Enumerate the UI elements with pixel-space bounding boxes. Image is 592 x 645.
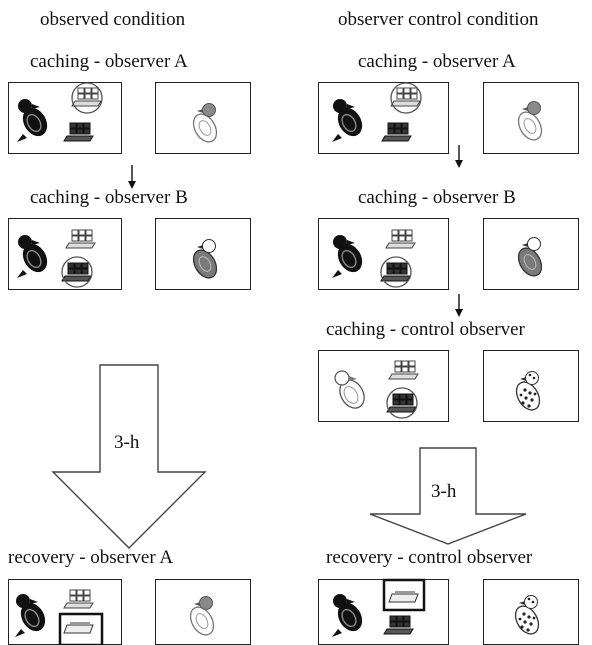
cacher-bird-icon: [16, 98, 53, 143]
delay-arrow-icon: [51, 364, 207, 549]
observer-a-bird-icon: [188, 102, 222, 147]
empty-tray-icon: [63, 622, 94, 634]
control-observer-bird-icon: [510, 594, 544, 639]
empty-tray-icon: [388, 591, 419, 603]
right-caching-control-label: caching - control observer: [326, 319, 525, 340]
light-tray-icon: [71, 87, 102, 107]
dark-tray-icon: [63, 122, 94, 142]
right-caching-b-label: caching - observer B: [358, 187, 516, 208]
delay-arrow-icon: [369, 447, 527, 545]
down-arrow-icon: [128, 181, 136, 189]
cache-highlight-circle: [71, 82, 103, 114]
observer-a-bird-icon: [513, 100, 547, 145]
right-column-header: observer control condition: [338, 9, 539, 30]
cacher-bird-icon: [331, 234, 368, 279]
cacher-bird-icon: [14, 593, 51, 638]
cacher-bird-icon: [331, 593, 368, 638]
cache-highlight-circle: [386, 387, 418, 419]
down-arrow-icon: [455, 160, 463, 168]
light-tray-icon: [388, 360, 419, 380]
left-caching-b-label: caching - observer B: [30, 187, 188, 208]
observer-b-bird-icon: [513, 236, 547, 281]
right-caching-a-label: caching - observer A: [358, 51, 516, 72]
recovery-highlight-box: [58, 612, 104, 645]
right-delay-label: 3-h: [431, 481, 457, 502]
dark-tray-icon: [383, 615, 414, 635]
observer-a-bird-icon: [185, 595, 219, 640]
dark-tray-icon: [380, 262, 411, 282]
light-tray-icon: [385, 229, 416, 249]
cache-highlight-circle: [380, 256, 412, 288]
down-arrow-icon: [455, 309, 463, 317]
left-column-header: observed condition: [40, 9, 186, 30]
light-tray-icon: [390, 87, 421, 107]
left-recovery-label: recovery - observer A: [8, 547, 174, 568]
control-observer-bird-icon: [511, 370, 545, 415]
cacher-bird-icon: [331, 98, 368, 143]
recovery-highlight-box: [382, 578, 426, 612]
right-caching-control-cacher-room: [318, 350, 449, 422]
left-caching-a-label: caching - observer A: [30, 51, 188, 72]
light-tray-icon: [63, 589, 94, 609]
dark-tray-icon: [386, 393, 417, 413]
right-caching-a-cacher-room: [318, 82, 449, 154]
cache-highlight-circle: [61, 256, 93, 288]
dark-tray-icon: [381, 122, 412, 142]
dark-tray-icon: [61, 262, 92, 282]
observer-b-bird-icon: [188, 238, 222, 283]
left-delay-label: 3-h: [114, 432, 140, 453]
cache-highlight-circle: [390, 82, 422, 114]
cacher-bird-icon: [16, 234, 53, 279]
right-recovery-label: recovery - control observer: [326, 547, 533, 568]
light-tray-icon: [65, 229, 96, 249]
cacher-white-bird-icon: [334, 370, 370, 414]
